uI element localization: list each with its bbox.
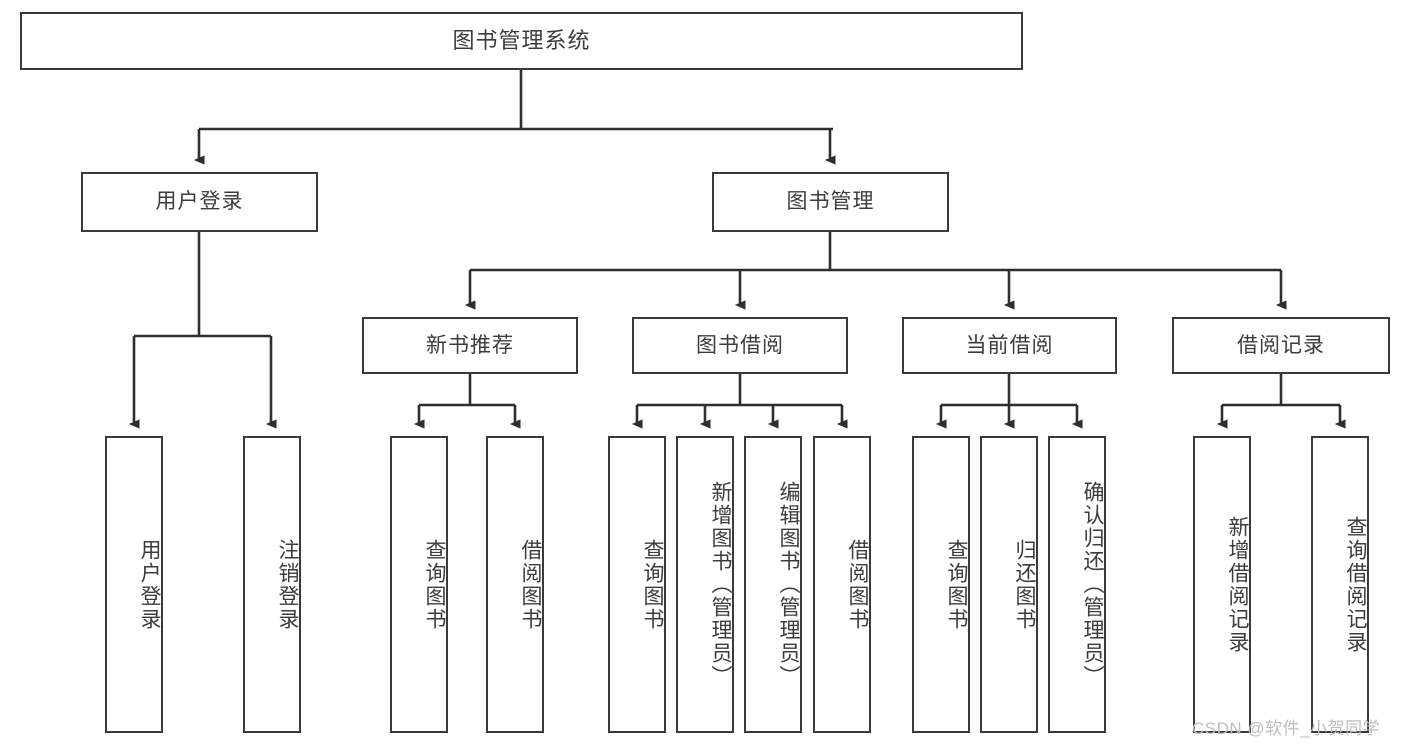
node-leaf-user-login[interactable]: 用户登录	[105, 436, 163, 733]
node-label: 归还图书	[1013, 538, 1036, 631]
node-label: 借阅记录	[1237, 333, 1325, 357]
node-label: 新增图书（管理员）	[709, 481, 732, 688]
node-label: 图书管理系统	[452, 27, 591, 53]
watermark-text: CSDN @软件_小贺同学	[1192, 719, 1381, 738]
node-book-borrow[interactable]: 图书借阅	[632, 317, 848, 374]
node-borrow-record[interactable]: 借阅记录	[1172, 317, 1390, 374]
node-label: 查询图书	[423, 538, 446, 631]
node-leaf-edit-book[interactable]: 编辑图书（管理员）	[744, 436, 802, 733]
node-leaf-add-record[interactable]: 新增借阅记录	[1193, 436, 1251, 733]
node-label: 新增借阅记录	[1226, 515, 1249, 654]
node-label: 借阅图书	[846, 538, 869, 631]
node-leaf-return-book[interactable]: 归还图书	[980, 436, 1038, 733]
node-label: 确认归还（管理员）	[1081, 481, 1104, 688]
node-user-login[interactable]: 用户登录	[81, 172, 318, 232]
node-label: 当前借阅	[965, 333, 1054, 357]
node-leaf-query-book-1[interactable]: 查询图书	[390, 436, 448, 733]
node-current-borrow[interactable]: 当前借阅	[902, 317, 1117, 374]
node-root-system[interactable]: 图书管理系统	[20, 12, 1023, 70]
node-leaf-borrow-book-2[interactable]: 借阅图书	[813, 436, 871, 733]
node-label: 查询图书	[641, 538, 664, 631]
node-label: 用户登录	[155, 190, 244, 214]
node-leaf-add-book[interactable]: 新增图书（管理员）	[676, 436, 734, 733]
node-leaf-query-book-3[interactable]: 查询图书	[912, 436, 970, 733]
node-label: 查询图书	[945, 538, 968, 631]
node-label: 图书借阅	[696, 333, 784, 357]
node-leaf-confirm-return[interactable]: 确认归还（管理员）	[1048, 436, 1106, 733]
node-new-book-recommend[interactable]: 新书推荐	[362, 317, 578, 374]
node-label: 新书推荐	[426, 333, 514, 357]
node-label: 注销登录	[276, 538, 299, 631]
node-label: 图书管理	[786, 190, 875, 214]
node-label: 借阅图书	[519, 538, 542, 631]
node-leaf-query-book-2[interactable]: 查询图书	[608, 436, 666, 733]
node-leaf-logout-login[interactable]: 注销登录	[243, 436, 301, 733]
node-label: 查询借阅记录	[1344, 515, 1367, 654]
node-leaf-query-record[interactable]: 查询借阅记录	[1311, 436, 1369, 733]
node-book-manage[interactable]: 图书管理	[712, 172, 949, 232]
node-leaf-borrow-book-1[interactable]: 借阅图书	[486, 436, 544, 733]
node-label: 用户登录	[138, 538, 161, 631]
node-label: 编辑图书（管理员）	[777, 481, 800, 688]
